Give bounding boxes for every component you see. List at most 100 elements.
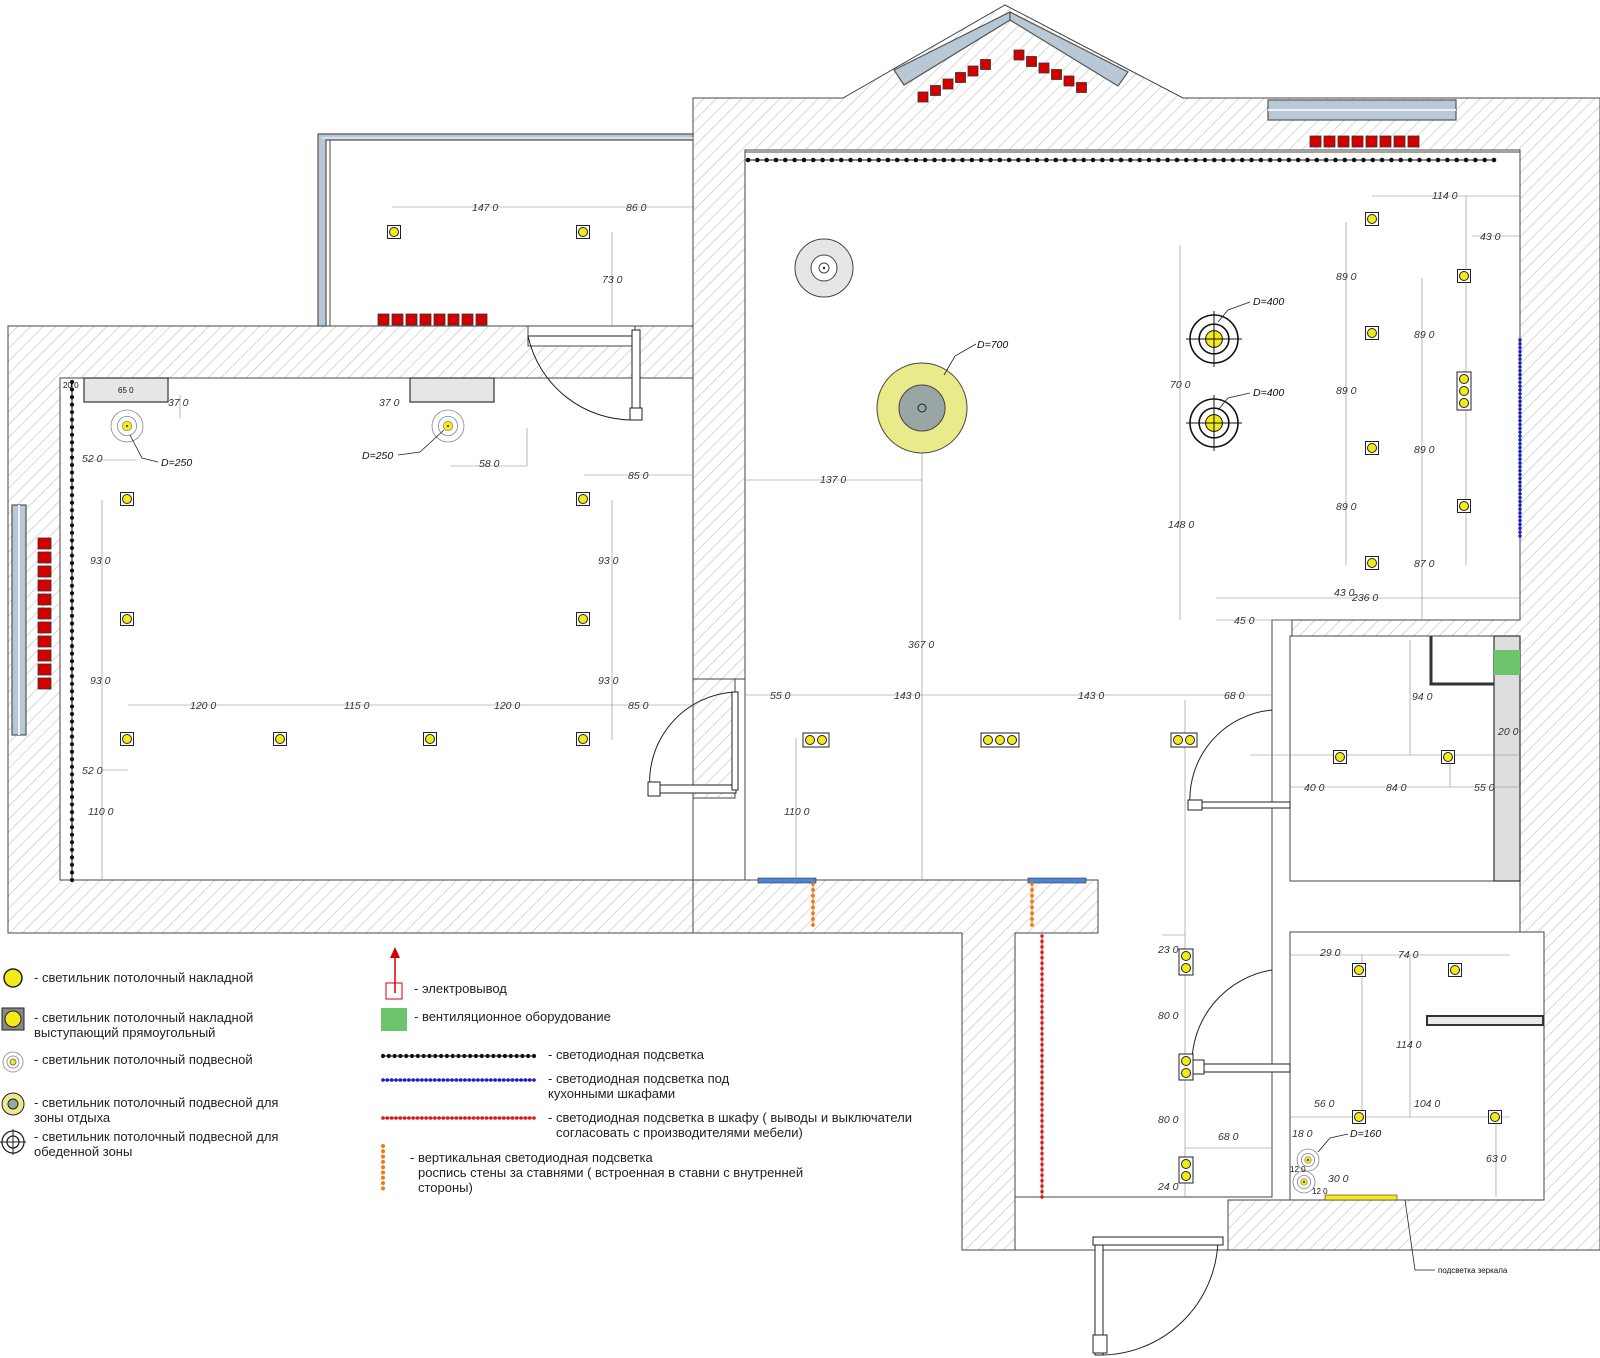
windows [11,11,1457,736]
diameter-labels: D=700 D=400 D=400 D=250 D=250 D=160 подс… [129,296,1508,1275]
outlet-left [757,877,817,884]
ventilation-icon [381,1008,407,1031]
dim-h-24: 24 0 [1157,1181,1179,1193]
dim-br-93d: 93 0 [598,675,619,687]
pendant-bedroom-right [431,409,465,443]
lamps [110,212,1502,1194]
dim-b-18: 18 0 [1292,1128,1313,1140]
legend-left-item-5-line-1: - светильник потолочный подвесной для [34,1129,278,1144]
dim-br-65: 65 0 [118,386,134,395]
lamp-hall-bottom [1178,1156,1194,1184]
lamp-corridor-double-right [1170,732,1198,748]
room-interiors [59,139,1545,1201]
dim-st-84: 84 0 [1386,782,1407,794]
led-vertical-orange-icon [381,1144,385,1191]
led-strip-black-icon [380,1053,537,1059]
lamp-corridor-triple [980,732,1020,748]
outlet-right [1027,877,1087,884]
mirror-light-label: подсветка зеркала [1438,1266,1508,1275]
bedroom-cabinet-right [409,377,495,403]
lamp-balcony-1 [387,225,401,239]
legend-right-item-5-line-1: - светодиодная подсветка в шкафу ( вывод… [548,1110,912,1125]
dimension-texts: 147 0 86 0 73 0 65 0 20 0 37 0 37 0 52 0… [63,190,1519,1196]
legend-left-item-4-line-1: - светильник потолочный подвесной для [34,1095,278,1110]
lamp-corridor-double-left [802,732,830,748]
led-strip-blue-icon [381,1078,536,1082]
lamp-balcony-2 [576,225,590,239]
lamp-bedroom-1 [120,492,134,506]
dim-k-43: 43 0 [1480,231,1501,243]
dim-b-63: 63 0 [1486,1153,1507,1165]
legend-right-item-2: - вентиляционное оборудование [414,1009,611,1024]
legend-right-item-6-line-2: роспись стены за ставнями ( встроенная в… [418,1165,803,1180]
lamp-kitchen-6 [1457,499,1471,513]
dim-b-30: 30 0 [1328,1173,1349,1185]
diameter-d250-left: D=250 [161,457,192,469]
diameter-d250-right: D=250 [362,450,393,462]
lamp-bathroom-4 [1488,1110,1502,1124]
pendant-bathroom-1 [1296,1148,1320,1172]
dim-br-85b: 85 0 [628,700,649,712]
dim-k-89d: 89 0 [1414,444,1435,456]
legend-left-item-2-line-1: - светильник потолочный накладной [34,1010,253,1025]
storage-corner-panel [1429,636,1494,686]
dim-st-94: 94 0 [1412,691,1433,703]
ceiling-surface-rect-lamp-icon [1,1007,25,1031]
balcony-door [527,335,636,421]
dim-br-110: 110 0 [88,806,114,818]
radiator-bedroom [37,537,52,690]
bay-window-right [1009,11,1129,87]
dim-lv-137: 137 0 [820,474,846,486]
legend-right-item-4-line-1: - светодиодная подсветка под [548,1071,730,1086]
diameter-d160: D=160 [1350,1128,1381,1140]
legend-right-item-3: - светодиодная подсветка [548,1047,705,1062]
lamp-bathroom-3 [1352,1110,1366,1124]
legend-left-item-4-line-2: зоны отдыха [34,1110,111,1125]
dim-b-12b: 12 0 [1312,1187,1328,1196]
bathroom-shelf [1426,1015,1544,1026]
lamp-bathroom-2 [1448,963,1462,977]
electrical-outlet-icon [385,947,403,1000]
diameter-d400-top: D=400 [1253,296,1284,308]
legend-left-item-1: - светильник потолочный накладной [34,970,253,985]
dim-b-114: 114 0 [1396,1039,1422,1051]
mirror-light [1324,1194,1398,1201]
lamp-storage-2 [1441,750,1455,764]
dining-pendant-bottom [1186,395,1242,451]
dim-lv-43a: 43 0 [1334,587,1355,599]
living-grey-pendant [794,238,854,298]
lamp-bedroom-7 [423,732,437,746]
lamp-kitchen-triple [1456,371,1472,411]
legend-right-item-2-line-1: - вентиляционное оборудование [414,1009,611,1024]
dimension-lines [86,195,1520,1197]
diameter-d700: D=700 [977,339,1008,351]
lamp-hall-top [1178,948,1194,976]
legend: - светильник потолочный накладной - свети… [0,947,912,1195]
legend-left-item-2-line-2: выступающий прямоугольный [34,1025,215,1040]
legend-right-item-3-line-1: - светодиодная подсветка [548,1047,705,1062]
legend-right-item-6-line-3: стороны) [418,1180,473,1195]
legend-right-item-6-line-1: - вертикальная светодиодная подсветка [410,1150,654,1165]
radiators [37,49,1420,690]
ceiling-surface-lamp-icon [3,968,23,988]
dim-br-120a: 120 0 [190,700,216,712]
lamp-bathroom-1 [1352,963,1366,977]
dim-h-68: 68 0 [1218,1131,1239,1143]
dim-lv-148: 148 0 [1168,519,1194,531]
dim-lv-236: 236 0 [1351,592,1378,604]
lamp-hall-middle [1178,1053,1194,1081]
dim-k-89e: 89 0 [1336,501,1357,513]
legend-right-item-1-line-1: - электровывод [414,981,507,996]
dim-bal-73: 73 0 [602,274,623,286]
balcony-interior [329,139,694,327]
dim-br-120b: 120 0 [494,700,520,712]
dim-c-110: 110 0 [784,806,810,818]
lamp-kitchen-1 [1365,212,1379,226]
pendant-bathroom-2 [1292,1170,1316,1194]
legend-left-item-5-line-2: обеденной зоны [34,1144,132,1159]
dim-lv-45: 45 0 [1234,615,1255,627]
lounge-pendant-lamp-icon [1,1092,25,1116]
